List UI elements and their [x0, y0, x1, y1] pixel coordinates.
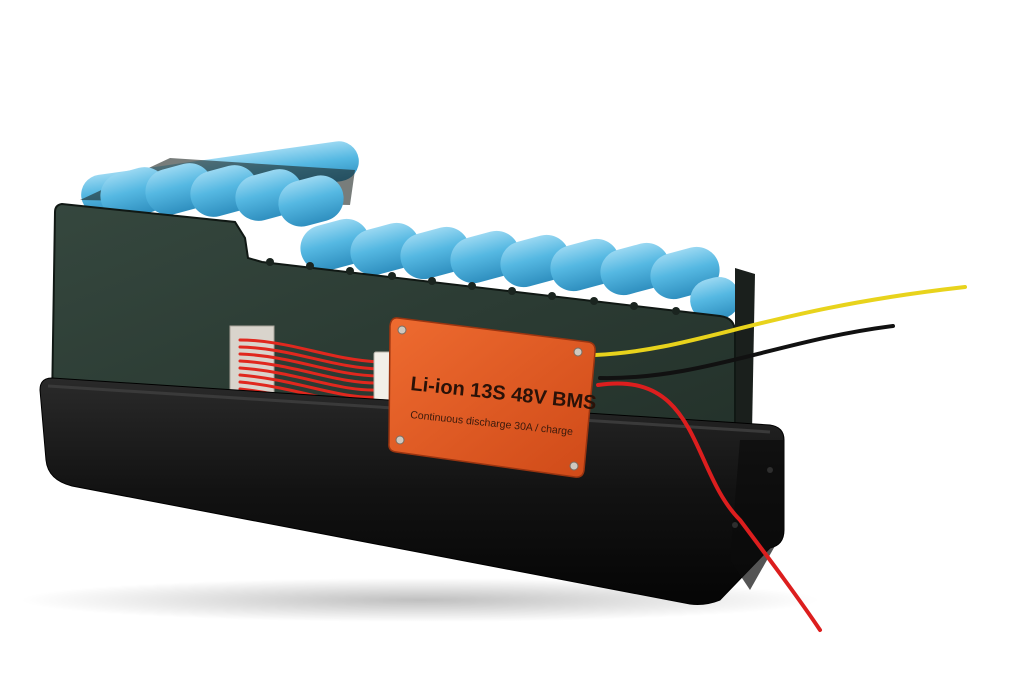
- cells-high-section: [100, 163, 344, 227]
- wall-notches: [266, 258, 680, 315]
- black-wire: [598, 324, 895, 381]
- enclosure-end-plate: [735, 268, 755, 432]
- yellow-wire: [593, 285, 967, 357]
- tray-end-face: [730, 440, 784, 590]
- tray-screw-hole: [767, 467, 773, 473]
- bms-board: Li-ion 13S 48V BMS Continuous discharge …: [388, 317, 597, 478]
- enclosure-base-tray: [39, 377, 785, 605]
- tray-screw-hole: [732, 522, 738, 528]
- red-wire: [596, 381, 822, 632]
